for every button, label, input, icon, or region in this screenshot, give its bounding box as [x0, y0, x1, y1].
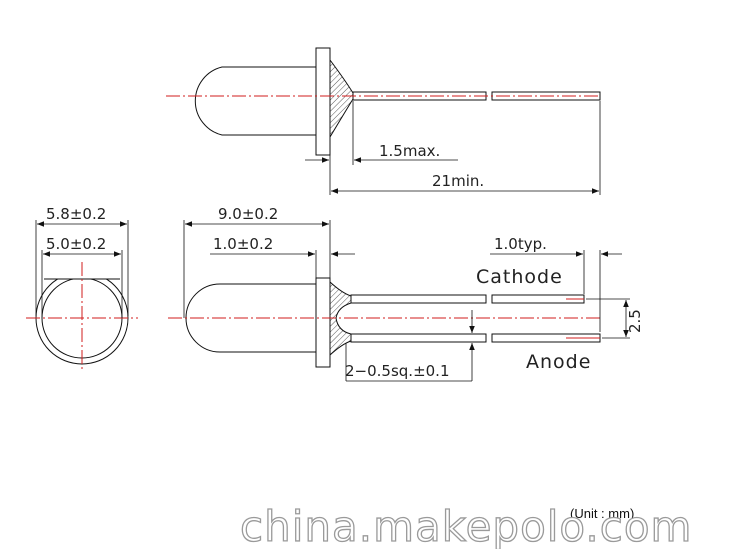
dim-lead-length-text: 21min. [432, 172, 484, 190]
side-flange [315, 277, 331, 368]
dim-flange-diameter: 5.8±0.2 [37, 205, 127, 227]
top-epoxy-hatch [329, 58, 354, 139]
top-view [166, 47, 601, 156]
unit-note: (Unit : mm) [570, 506, 634, 521]
dim-lead-gap: 1.5max. [305, 142, 458, 163]
dim-lead-spacing-text: 2.5 [626, 309, 644, 333]
side-view [168, 277, 601, 368]
side-lead-cathode-a [350, 294, 487, 304]
end-view [26, 262, 138, 372]
dim-lead-end: 1.0typ. [490, 235, 622, 257]
side-epoxy-hatch [329, 280, 352, 357]
cathode-label: Cathode [476, 266, 563, 288]
dim-body-length: 9.0±0.2 [185, 205, 329, 227]
dim-body-diameter-text: 5.0±0.2 [46, 235, 106, 253]
watermark-text: china.makepolo.com [240, 502, 692, 549]
dim-lead-size: 2−0.5sq.±0.1 [345, 310, 475, 382]
side-lead-anode-a [350, 333, 487, 343]
dim-body-length-text: 9.0±0.2 [218, 205, 278, 223]
dim-flange-diameter-text: 5.8±0.2 [46, 205, 106, 223]
top-dome [194, 66, 316, 136]
dim-lead-size-text: 2−0.5sq.±0.1 [345, 362, 450, 380]
anode-label: Anode [526, 351, 591, 373]
dim-flange-thickness: 1.0±0.2 [210, 235, 355, 257]
dim-lead-spacing: 2.5 [623, 300, 644, 337]
dim-flange-thickness-text: 1.0±0.2 [213, 235, 273, 253]
dim-lead-length: 21min. [331, 172, 599, 194]
dim-lead-end-text: 1.0typ. [494, 235, 547, 253]
dim-body-diameter: 5.0±0.2 [43, 235, 121, 257]
dim-lead-gap-text: 1.5max. [379, 142, 440, 160]
top-flange [315, 47, 331, 156]
